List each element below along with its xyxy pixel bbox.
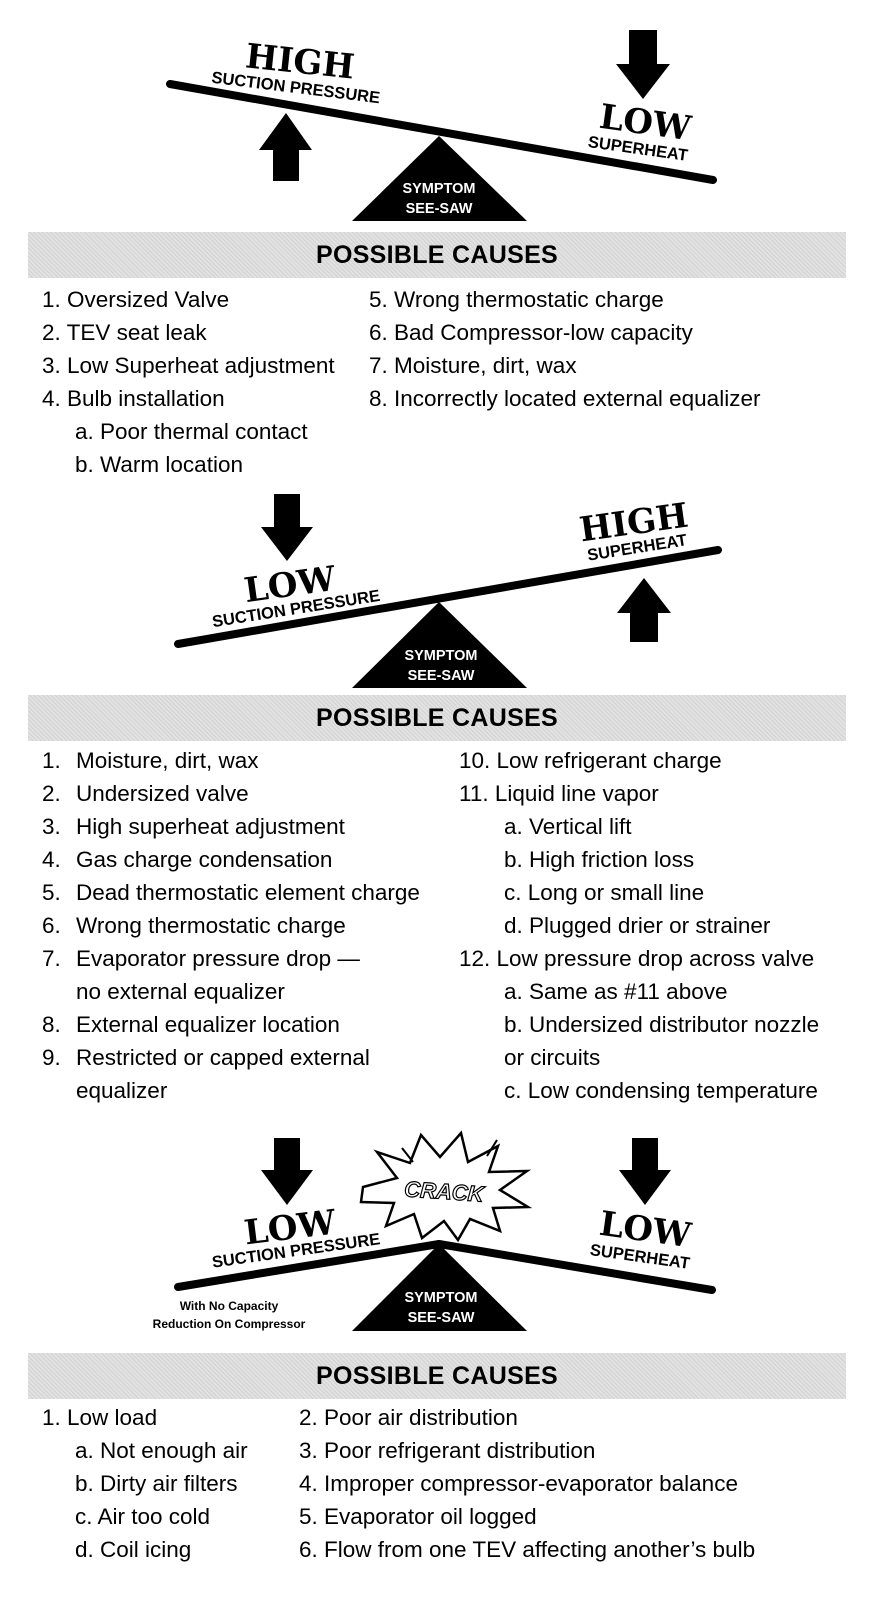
- list-item-text: Dead thermostatic element charge: [76, 880, 420, 905]
- list-subitem: a. Same as #11 above: [459, 975, 819, 1008]
- fulcrum-label-line1: SYMPTOM: [402, 181, 475, 197]
- list-subitem: or circuits: [459, 1041, 819, 1074]
- fulcrum-label-line1: SYMPTOM: [404, 648, 477, 664]
- fulcrum-label-line2: SEE-SAW: [408, 668, 475, 684]
- section-header-1: POSSIBLE CAUSES: [28, 232, 846, 278]
- list-item: 1. Low load: [42, 1401, 248, 1434]
- section-title: POSSIBLE CAUSES: [28, 695, 846, 741]
- list-item: 12. Low pressure drop across valve: [459, 942, 819, 975]
- list-item-number: 4.: [42, 843, 76, 876]
- list-subitem: b. Dirty air filters: [42, 1467, 248, 1500]
- list-subitem: c. Long or small line: [459, 876, 819, 909]
- section-header-2: POSSIBLE CAUSES: [28, 695, 846, 741]
- list-item: 4.Gas charge condensation: [42, 843, 420, 876]
- list-item-text: Restricted or capped external: [76, 1045, 370, 1070]
- list-item: 8.External equalizer location: [42, 1008, 420, 1041]
- arrow-up-icon: [617, 578, 671, 642]
- list-item-number: 3.: [42, 810, 76, 843]
- list-item-text: equalizer: [76, 1078, 167, 1103]
- list-subitem: b. Undersized distributor nozzle: [459, 1008, 819, 1041]
- section-header-3: POSSIBLE CAUSES: [28, 1353, 846, 1399]
- list-item: 3.High superheat adjustment: [42, 810, 420, 843]
- list-item-number: 7.: [42, 942, 76, 975]
- list-item-number: 2.: [42, 777, 76, 810]
- list-item: 4. Improper compressor-evaporator balanc…: [299, 1467, 755, 1500]
- list-item-number: 6.: [42, 909, 76, 942]
- list-item-number: 8.: [42, 1008, 76, 1041]
- list-item: 4. Bulb installation: [42, 382, 335, 415]
- arrow-down-icon: [619, 1138, 671, 1205]
- fulcrum-label-line1: SYMPTOM: [404, 1290, 477, 1306]
- causes-list-1-left: 1. Oversized Valve 2. TEV seat leak 3. L…: [42, 283, 335, 481]
- arrow-down-icon: [261, 1138, 313, 1205]
- list-subitem: c. Low condensing temperature: [459, 1074, 819, 1107]
- list-item: 2. TEV seat leak: [42, 316, 335, 349]
- list-item: no external equalizer: [42, 975, 420, 1008]
- list-subitem: c. Air too cold: [42, 1500, 248, 1533]
- list-subitem: a. Poor thermal contact: [42, 415, 335, 448]
- list-subitem: d. Plugged drier or strainer: [459, 909, 819, 942]
- list-subitem: a. Not enough air: [42, 1434, 248, 1467]
- note-line1: With No Capacity: [180, 1299, 279, 1313]
- note-line2: Reduction On Compressor: [153, 1317, 306, 1331]
- list-item: 2. Poor air distribution: [299, 1401, 755, 1434]
- list-item-number: 9.: [42, 1041, 76, 1074]
- arrow-up-icon: [259, 113, 312, 181]
- list-item: 6. Bad Compressor-low capacity: [369, 316, 760, 349]
- causes-list-3-left: 1. Low load a. Not enough air b. Dirty a…: [42, 1401, 248, 1566]
- list-item: 5. Wrong thermostatic charge: [369, 283, 760, 316]
- list-item-text: no external equalizer: [76, 979, 285, 1004]
- section-title: POSSIBLE CAUSES: [28, 1353, 846, 1399]
- list-item: 3. Low Superheat adjustment: [42, 349, 335, 382]
- causes-list-1-right: 5. Wrong thermostatic charge 6. Bad Comp…: [369, 283, 760, 415]
- list-item: 6.Wrong thermostatic charge: [42, 909, 420, 942]
- list-item: 11. Liquid line vapor: [459, 777, 819, 810]
- arrow-down-icon: [616, 30, 670, 99]
- list-item: 1. Oversized Valve: [42, 283, 335, 316]
- list-item: 7.Evaporator pressure drop —: [42, 942, 420, 975]
- list-subitem: d. Coil icing: [42, 1533, 248, 1566]
- list-item-number: 5.: [42, 876, 76, 909]
- list-item-text: Evaporator pressure drop —: [76, 946, 360, 971]
- list-item-text: Moisture, dirt, wax: [76, 748, 259, 773]
- list-item: 6. Flow from one TEV affecting another’s…: [299, 1533, 755, 1566]
- list-item: 2.Undersized valve: [42, 777, 420, 810]
- seesaw-diagram-3: CRACK LOW SUCTION PRESSURE LOW SUPERHEAT…: [0, 1128, 890, 1348]
- list-item: 8. Incorrectly located external equalize…: [369, 382, 760, 415]
- list-item-text: External equalizer location: [76, 1012, 340, 1037]
- fulcrum-label-line2: SEE-SAW: [408, 1310, 475, 1326]
- list-item: 5.Dead thermostatic element charge: [42, 876, 420, 909]
- list-item: 9.Restricted or capped external: [42, 1041, 420, 1074]
- list-subitem: a. Vertical lift: [459, 810, 819, 843]
- list-item-text: Wrong thermostatic charge: [76, 913, 346, 938]
- list-item: 1.Moisture, dirt, wax: [42, 744, 420, 777]
- list-item: equalizer: [42, 1074, 420, 1107]
- list-item-text: High superheat adjustment: [76, 814, 345, 839]
- causes-list-3-right: 2. Poor air distribution 3. Poor refrige…: [299, 1401, 755, 1566]
- section-title: POSSIBLE CAUSES: [28, 232, 846, 278]
- list-item: 5. Evaporator oil logged: [299, 1500, 755, 1533]
- list-item-number: 1.: [42, 744, 76, 777]
- arrow-down-icon: [261, 494, 313, 561]
- list-item: 7. Moisture, dirt, wax: [369, 349, 760, 382]
- list-subitem: b. High friction loss: [459, 843, 819, 876]
- list-item-text: Undersized valve: [76, 781, 249, 806]
- list-subitem: b. Warm location: [42, 448, 335, 481]
- seesaw-diagram-1: HIGH SUCTION PRESSURE LOW SUPERHEAT SYMP…: [0, 0, 890, 230]
- list-item-text: Gas charge condensation: [76, 847, 332, 872]
- fulcrum-label-line2: SEE-SAW: [406, 201, 473, 217]
- list-item: 3. Poor refrigerant distribution: [299, 1434, 755, 1467]
- list-item: 10. Low refrigerant charge: [459, 744, 819, 777]
- seesaw-diagram-2: LOW SUCTION PRESSURE HIGH SUPERHEAT SYMP…: [0, 490, 890, 690]
